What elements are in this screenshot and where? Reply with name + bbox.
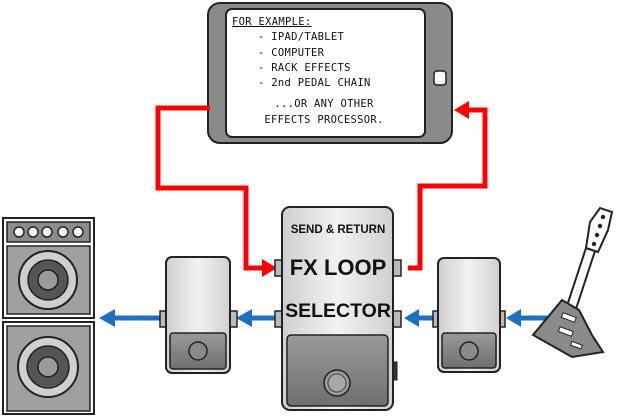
tablet-heading: FOR EXAMPLE: [232,16,312,28]
fx-pedal-label-send-return: SEND & RETURN [290,224,386,236]
return-arrow-icon [454,101,469,119]
amp-icon [2,217,95,415]
send-return-cables [155,101,488,277]
amp-knob-icon [72,226,84,238]
fx-pedal-label-selector: SELECTOR [285,300,391,322]
tablet-item: - RACK EFFECTS [258,61,351,74]
tablet-footer-line2: EFFECTS PROCESSOR. [264,113,384,126]
arrow-pedal-to-fx-icon [404,309,436,327]
pedal-icon [432,257,506,373]
tablet-text: FOR EXAMPLE: - IPAD/TABLET - COMPUTER - … [232,15,422,128]
tablet-item: - IPAD/TABLET [258,31,345,44]
pedal-icon [159,256,238,374]
arrow-to-amp-icon [99,309,162,327]
amp-knob-icon [13,226,25,238]
amp-knob-icon [41,226,53,238]
pickup-icon [560,312,577,323]
home-button-icon [433,70,447,86]
tablet-icon [207,2,453,144]
tablet-item: - COMPUTER [258,46,325,59]
tuning-peg-icon [591,241,597,247]
guitar-icon [531,206,614,359]
fx-loop-pedal-icon [274,206,402,411]
arrow-guitar-to-pedal-icon [506,309,548,327]
fx-pedal-label-fx-loop: FX LOOP [289,255,387,280]
signal-arrows [99,309,548,327]
send-arrow-icon [262,259,277,277]
tablet-footer-line1: ...OR ANY OTHER [274,98,374,111]
amp-knob-icon [27,226,39,238]
arrow-fx-to-pedal-icon [236,309,278,327]
tuning-peg-icon [594,232,600,238]
bridge-icon [569,340,583,350]
footswitch-icon [459,341,479,361]
pickup-icon [557,326,574,337]
tuning-peg-icon [600,214,606,220]
tablet-item: - 2nd PEDAL CHAIN [258,77,371,90]
footswitch-icon [188,341,208,361]
amp-knob-icon [57,226,69,238]
tuning-peg-icon [597,223,603,229]
